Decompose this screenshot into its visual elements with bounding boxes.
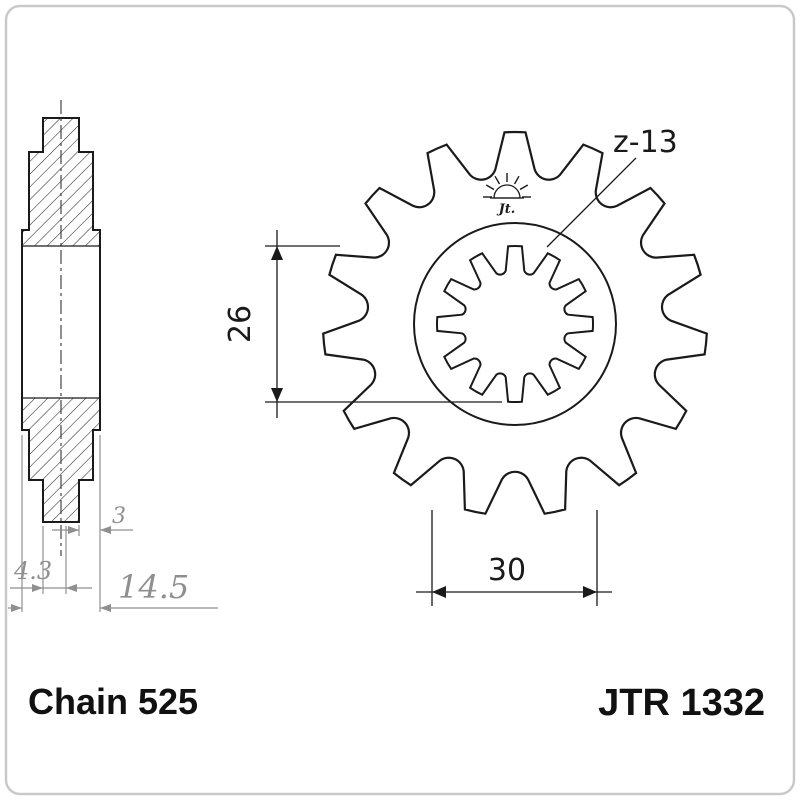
dim-30-text: 30 [488,553,526,588]
dim-4-3-text: 4.3 [13,557,52,585]
section-dimensions: 3 4.3 14.5 [8,435,218,612]
hub-circle [413,222,617,426]
page-border [4,4,796,796]
dim-14-5-text: 14.5 [118,568,189,606]
jt-logo-text: Jt. [496,202,516,217]
dimension-26: 26 [223,230,502,418]
chain-size-label: Chain 525 [28,681,198,722]
spline-bore [435,244,595,404]
jt-logo-rays [483,173,531,198]
jt-logo-sun-icon [493,184,521,199]
sprocket-section-view [21,100,101,556]
dim-26-text: 26 [223,305,258,343]
sprocket-front-view: Jt. [322,130,708,515]
dim-3-text: 3 [112,504,126,529]
dimension-30: 30 [416,510,612,606]
jt-logo: Jt. [483,173,531,217]
teeth-count-label: z-13 [546,125,678,248]
z13-text: z-13 [613,125,678,160]
part-number-label: JTR 1332 [598,682,765,724]
